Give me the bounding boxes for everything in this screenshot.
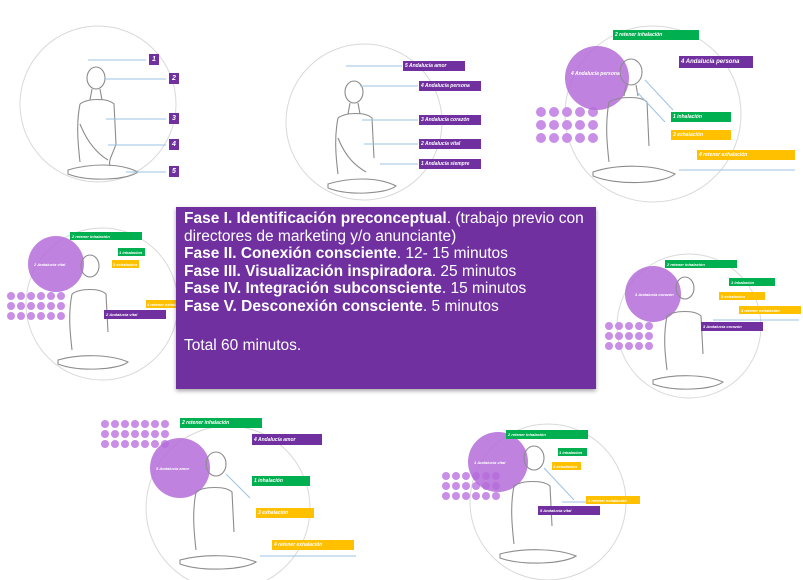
point-circle-label: 5 Andalucía amor: [156, 465, 190, 471]
green-label-top: 2 retener inhalación: [506, 430, 588, 439]
point-label-vital: 2 Andalucía vital: [419, 139, 481, 149]
phases-summary-box: Fase I. Identificación preconceptual. (t…: [176, 207, 596, 389]
breathing-figure-vital: [7, 227, 179, 381]
phase-1-line: Fase I. Identificación preconceptual. (t…: [184, 210, 588, 245]
purple-label: 4 Andalucía persona: [679, 56, 753, 68]
point-label-4: 4: [169, 139, 179, 150]
purple-label: 2 Andalucía vital: [104, 310, 166, 319]
phase-1-detail: . (trabajo previo con directores de mark…: [184, 210, 584, 245]
point-label-amor: 5 Andalucía amor: [403, 61, 465, 71]
point-label-3: 3: [169, 113, 179, 124]
yellow-label-low: 4 retener exhalación: [272, 540, 354, 550]
meditation-diagram-1: 1 2 3 4 5: [18, 24, 188, 194]
yellow-label: 3 exhalación: [256, 508, 314, 518]
green-label-top: 2 retener inhalación: [180, 418, 262, 428]
point-label-siempre: 1 Andalucía siempre: [419, 159, 481, 169]
phase-3-line: Fase III. Visualización inspiradora. 25 …: [184, 263, 588, 281]
breathing-diagram-corazon: 3 Andalucía corazón 2 retener inhalación…: [603, 250, 803, 400]
yellow-label-low: 4 retener exhalación: [697, 150, 795, 160]
meditation-figure-1: [19, 25, 177, 183]
green-label-top: 2 retener inhalación: [613, 30, 699, 40]
breath-dots: [536, 107, 598, 143]
breathing-figure-persona: [536, 25, 795, 203]
purple-label: 5 Andalucía vital: [538, 506, 600, 515]
phase-5-line: Fase V. Desconexión consciente. 5 minuto…: [184, 298, 588, 316]
breathing-diagram-amor: 5 Andalucía amor 2 retener inhalación 4 …: [100, 412, 360, 580]
phase-5-name: Fase V. Desconexión consciente: [184, 297, 423, 315]
green-label: 1 inhalación: [558, 448, 587, 456]
breathing-diagram-persona: 4 Andalucía persona 2 retener inhalación…: [533, 14, 803, 204]
phase-4-line: Fase IV. Integración subconsciente. 15 m…: [184, 280, 588, 298]
yellow-label: 3 exhalación: [671, 130, 731, 140]
point-label-5: 5: [169, 166, 179, 177]
green-label: 1 inhalación: [729, 278, 775, 286]
purple-label: 4 Andalucía amor: [252, 434, 322, 445]
phase-4-detail: . 15 minutos: [441, 280, 527, 297]
yellow-label: 3 exhalación: [552, 462, 581, 470]
phase-4-name: Fase IV. Integración subconsciente: [184, 280, 442, 297]
green-label-top: 2 retener inhalación: [665, 260, 737, 268]
yellow-label: 3 exhalación: [719, 292, 765, 300]
point-circle-label: 4 Andalucía persona: [571, 71, 620, 77]
breathing-figure-vital-2: [442, 423, 640, 580]
total-duration: Total 60 minutos.: [184, 337, 302, 354]
phase-2-detail: . 12- 15 minutos: [396, 245, 508, 262]
breathing-figure-amor: [101, 420, 356, 580]
point-circle-label: 1 Andalucía vital: [474, 459, 506, 465]
meditation-diagram-2: 5 Andalucía amor 4 Andalucía persona 3 A…: [284, 42, 484, 207]
point-label-1: 1: [149, 54, 159, 65]
point-circle-label: 3 Andalucía corazón: [635, 291, 674, 297]
point-circle-label: 2 Andalucía vital: [34, 261, 66, 267]
breathing-figure-corazon: [605, 253, 799, 399]
yellow-label: 3 exhalación: [112, 260, 139, 268]
breathing-diagram-vital: 2 Andalucía vital 2 retener inhalación 1…: [6, 224, 179, 384]
breathing-diagram-vital-2: 1 Andalucía vital 2 retener inhalación 1…: [440, 420, 680, 580]
phase-3-detail: . 25 minutos: [431, 262, 517, 280]
yellow-label-low: 4 retener exhalación: [146, 300, 177, 308]
point-label-persona: 4 Andalucía persona: [419, 81, 481, 91]
green-label: 1 inhalación: [671, 112, 731, 122]
point-label-2: 2: [169, 73, 179, 84]
purple-label: 3 Andalucía corazón: [701, 322, 763, 331]
green-label: 1 inhalación: [252, 476, 310, 486]
seated-figure: [67, 66, 140, 180]
yellow-label-low: 4 retener exhalación: [739, 306, 801, 314]
phase-3-name: Fase III. Visualización inspiradora: [184, 262, 432, 280]
phase-1-name: Fase I. Identificación preconceptual: [184, 210, 447, 227]
phase-5-detail: . 5 minutos: [422, 297, 499, 315]
green-label-top: 2 retener inhalación: [70, 232, 142, 240]
phase-2-name: Fase II. Conexión consciente: [184, 245, 397, 262]
yellow-label-low: 4 retener exhalación: [586, 496, 640, 504]
green-label: 1 inhalación: [118, 248, 145, 256]
point-label-corazon: 3 Andalucía corazón: [419, 115, 481, 125]
phase-2-line: Fase II. Conexión consciente. 12- 15 min…: [184, 245, 588, 263]
